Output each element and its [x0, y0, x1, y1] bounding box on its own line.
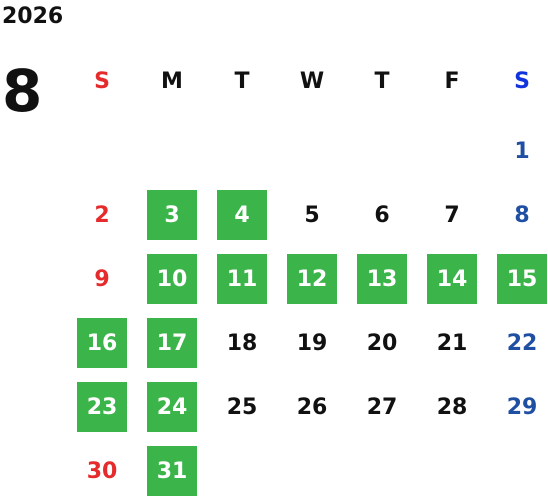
calendar-day[interactable]: 15 — [497, 254, 547, 304]
month-number: 8 — [2, 57, 43, 125]
calendar-day[interactable]: 19 — [296, 330, 328, 356]
calendar-day[interactable]: 28 — [436, 394, 468, 420]
calendar-day[interactable]: 11 — [217, 254, 267, 304]
calendar-day[interactable]: 21 — [436, 330, 468, 356]
calendar-day[interactable]: 27 — [366, 394, 398, 420]
weekday-header: S — [514, 68, 530, 94]
calendar-day[interactable]: 30 — [86, 458, 118, 484]
calendar-day[interactable]: 10 — [147, 254, 197, 304]
calendar-day[interactable]: 25 — [226, 394, 258, 420]
calendar-day[interactable]: 26 — [296, 394, 328, 420]
calendar-day[interactable]: 9 — [94, 266, 110, 292]
calendar-day[interactable]: 29 — [506, 394, 538, 420]
calendar-day[interactable]: 4 — [217, 190, 267, 240]
calendar-day[interactable]: 22 — [506, 330, 538, 356]
calendar-day[interactable]: 5 — [304, 202, 320, 228]
calendar-day[interactable]: 17 — [147, 318, 197, 368]
weekday-header: T — [234, 68, 250, 94]
weekday-header: W — [299, 68, 325, 94]
calendar-day[interactable]: 23 — [77, 382, 127, 432]
weekday-header: T — [374, 68, 390, 94]
calendar-day[interactable]: 24 — [147, 382, 197, 432]
calendar-day[interactable]: 7 — [444, 202, 460, 228]
calendar-day[interactable]: 8 — [514, 202, 530, 228]
calendar-day[interactable]: 18 — [226, 330, 258, 356]
weekday-header: M — [161, 68, 183, 94]
year-label: 2026 — [2, 4, 64, 29]
calendar-day[interactable]: 12 — [287, 254, 337, 304]
calendar-day[interactable]: 2 — [94, 202, 110, 228]
calendar-day[interactable]: 13 — [357, 254, 407, 304]
calendar-day[interactable]: 6 — [374, 202, 390, 228]
calendar-day[interactable]: 1 — [514, 138, 530, 164]
calendar-day[interactable]: 20 — [366, 330, 398, 356]
calendar-day[interactable]: 14 — [427, 254, 477, 304]
calendar-day[interactable]: 31 — [147, 446, 197, 496]
weekday-header: F — [444, 68, 460, 94]
calendar-day[interactable]: 3 — [147, 190, 197, 240]
weekday-header: S — [94, 68, 110, 94]
calendar-day[interactable]: 16 — [77, 318, 127, 368]
